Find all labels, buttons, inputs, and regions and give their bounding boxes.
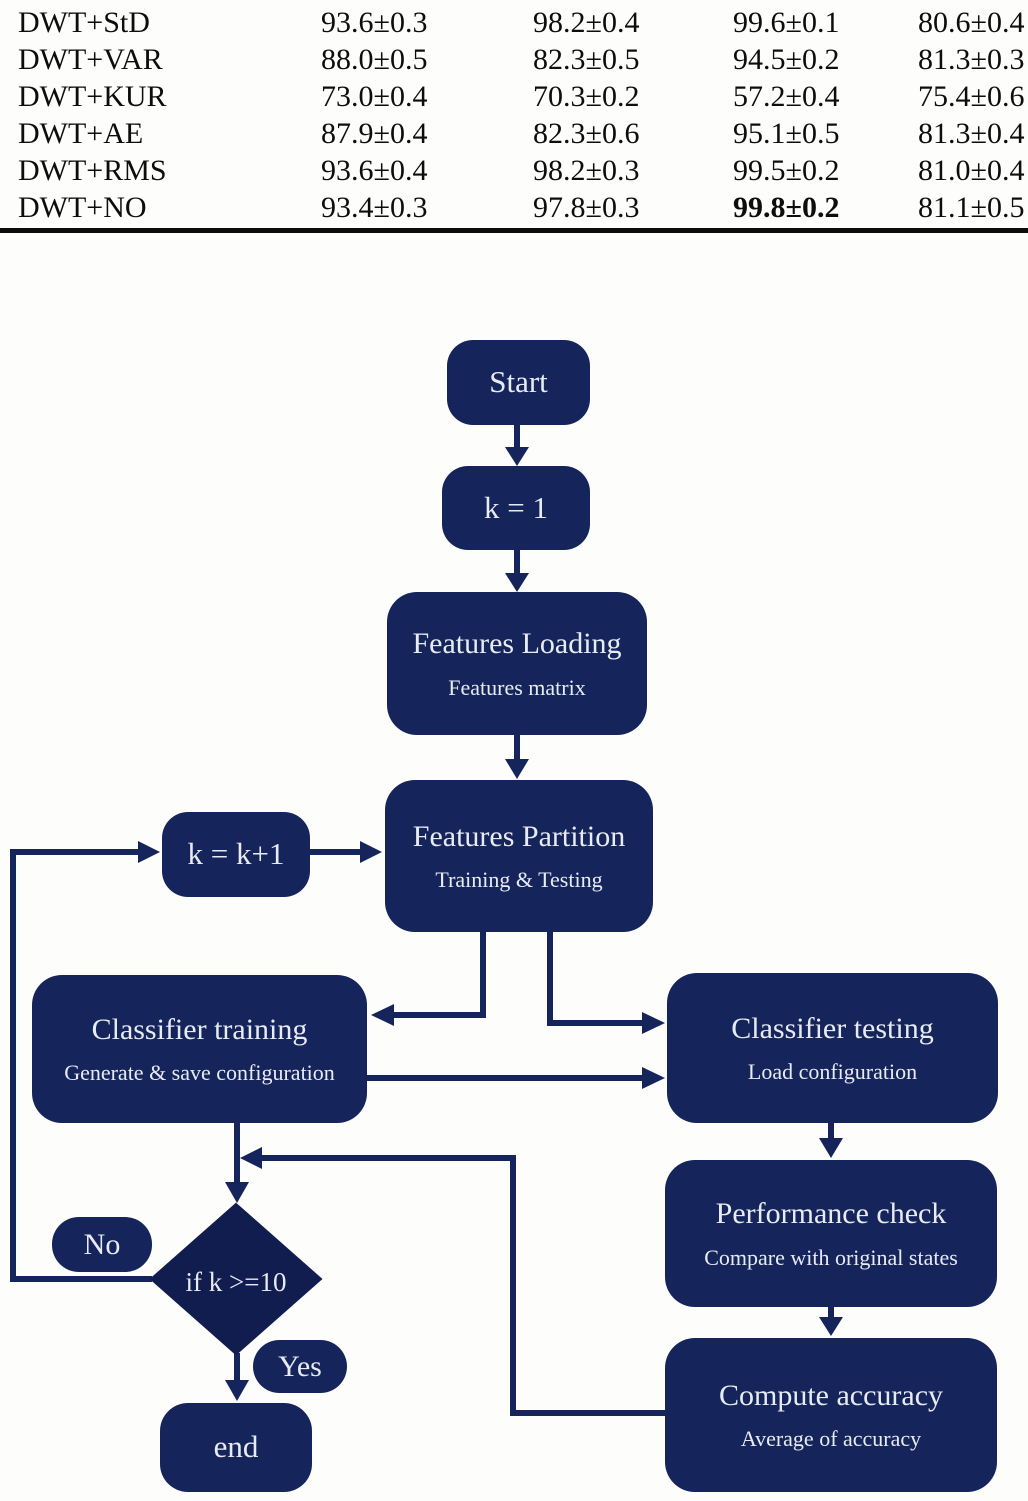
- arrow-kinit-to-loading: [505, 550, 529, 592]
- value-cell: 57.2±0.4: [733, 79, 840, 113]
- table-bottom-rule: [0, 228, 1028, 233]
- node-label: k = k+1: [187, 836, 285, 872]
- value-cell: 88.0±0.5: [321, 42, 428, 76]
- node-label: end: [213, 1429, 259, 1465]
- value-cell: 82.3±0.6: [533, 116, 640, 150]
- node-compute-accuracy: Compute accuracy Average of accuracy: [665, 1338, 997, 1492]
- node-label: k = 1: [484, 489, 548, 525]
- value-cell: 81.3±0.4: [918, 116, 1025, 150]
- value-cell: 97.8±0.3: [533, 190, 640, 224]
- value-cell: 93.4±0.3: [321, 190, 428, 224]
- value-cell: 82.3±0.5: [533, 42, 640, 76]
- node-performance-check: Performance check Compare with original …: [665, 1160, 997, 1307]
- table-row: DWT+NO 93.4±0.3 97.8±0.3 99.8±0.2 81.1±0…: [18, 189, 1028, 226]
- table-row: DWT+VAR 88.0±0.5 82.3±0.5 94.5±0.2 81.3±…: [18, 41, 1028, 78]
- method-cell: DWT+NO: [18, 190, 147, 224]
- table-row: DWT+KUR 73.0±0.4 70.3±0.2 57.2±0.4 75.4±…: [18, 78, 1028, 115]
- node-features-partition: Features Partition Training & Testing: [385, 780, 653, 932]
- node-subtitle: Training & Testing: [435, 867, 603, 893]
- value-cell: 99.5±0.2: [733, 153, 840, 187]
- results-table: DWT+StD 93.6±0.3 98.2±0.4 99.6±0.1 80.6±…: [0, 4, 1028, 226]
- node-label: Yes: [278, 1349, 322, 1383]
- method-cell: DWT+StD: [18, 5, 150, 39]
- node-subtitle: Average of accuracy: [740, 1426, 922, 1452]
- value-cell: 93.6±0.3: [321, 5, 428, 39]
- method-cell: DWT+AE: [18, 116, 144, 150]
- node-classifier-training: Classifier training Generate & save conf…: [32, 975, 367, 1123]
- value-cell: 98.2±0.4: [533, 5, 640, 39]
- arrow-loading-to-partition: [505, 735, 529, 779]
- value-cell: 93.6±0.4: [321, 153, 428, 187]
- table-row: DWT+RMS 93.6±0.4 98.2±0.3 99.5±0.2 81.0±…: [18, 152, 1028, 189]
- method-cell: DWT+VAR: [18, 42, 163, 76]
- decision-label: if k >=10: [152, 1252, 320, 1312]
- node-title: Performance check: [715, 1197, 947, 1231]
- arrow-training-to-testing: [367, 1067, 665, 1089]
- value-cell: 75.4±0.6: [918, 79, 1025, 113]
- node-features-loading: Features Loading Features matrix: [387, 592, 647, 735]
- node-title: Classifier testing: [731, 1011, 934, 1045]
- value-cell: 73.0±0.4: [321, 79, 428, 113]
- node-start: Start: [447, 340, 590, 425]
- arrow-performance-to-accuracy: [819, 1307, 843, 1336]
- node-k-increment: k = k+1: [162, 812, 310, 897]
- node-subtitle: Load configuration: [747, 1059, 918, 1085]
- table-row: DWT+StD 93.6±0.3 98.2±0.4 99.6±0.1 80.6±…: [18, 4, 1028, 41]
- node-title: Features Partition: [412, 819, 626, 853]
- arrow-kincrement-to-partition: [310, 841, 382, 863]
- value-cell: 80.6±0.4: [918, 5, 1025, 39]
- value-cell-best: 99.8±0.2: [733, 190, 840, 224]
- node-label: if k >=10: [185, 1266, 287, 1297]
- node-no-branch: No: [52, 1217, 152, 1272]
- value-cell: 98.2±0.3: [533, 153, 640, 187]
- node-subtitle: Features matrix: [448, 674, 586, 700]
- node-subtitle: Generate & save configuration: [64, 1060, 335, 1086]
- value-cell: 99.6±0.1: [733, 5, 840, 39]
- value-cell: 81.0±0.4: [918, 153, 1025, 187]
- value-cell: 81.1±0.5: [918, 190, 1025, 224]
- node-label: Start: [489, 364, 548, 400]
- method-cell: DWT+RMS: [18, 153, 167, 187]
- node-subtitle: Compare with original states: [704, 1244, 958, 1270]
- node-title: Features Loading: [412, 627, 622, 661]
- node-classifier-testing: Classifier testing Load configuration: [667, 973, 998, 1123]
- method-cell: DWT+KUR: [18, 79, 167, 113]
- value-cell: 70.3±0.2: [533, 79, 640, 113]
- arrow-training-to-decision: [225, 1123, 249, 1203]
- arrow-partition-to-training: [371, 932, 486, 1026]
- value-cell: 94.5±0.2: [733, 42, 840, 76]
- value-cell: 81.3±0.3: [918, 42, 1025, 76]
- node-label: No: [83, 1227, 121, 1261]
- arrow-partition-to-testing: [547, 932, 665, 1034]
- arrow-testing-to-performance: [819, 1123, 843, 1158]
- node-title: Classifier training: [91, 1012, 308, 1046]
- arrow-start-to-kinit: [505, 425, 529, 466]
- arrow-decision-to-end: [225, 1353, 249, 1401]
- node-k-init: k = 1: [442, 466, 590, 550]
- value-cell: 87.9±0.4: [321, 116, 428, 150]
- table-row: DWT+AE 87.9±0.4 82.3±0.6 95.1±0.5 81.3±0…: [18, 115, 1028, 152]
- node-title: Compute accuracy: [718, 1378, 944, 1412]
- node-end: end: [160, 1403, 312, 1492]
- node-yes-branch: Yes: [253, 1340, 347, 1393]
- value-cell: 95.1±0.5: [733, 116, 840, 150]
